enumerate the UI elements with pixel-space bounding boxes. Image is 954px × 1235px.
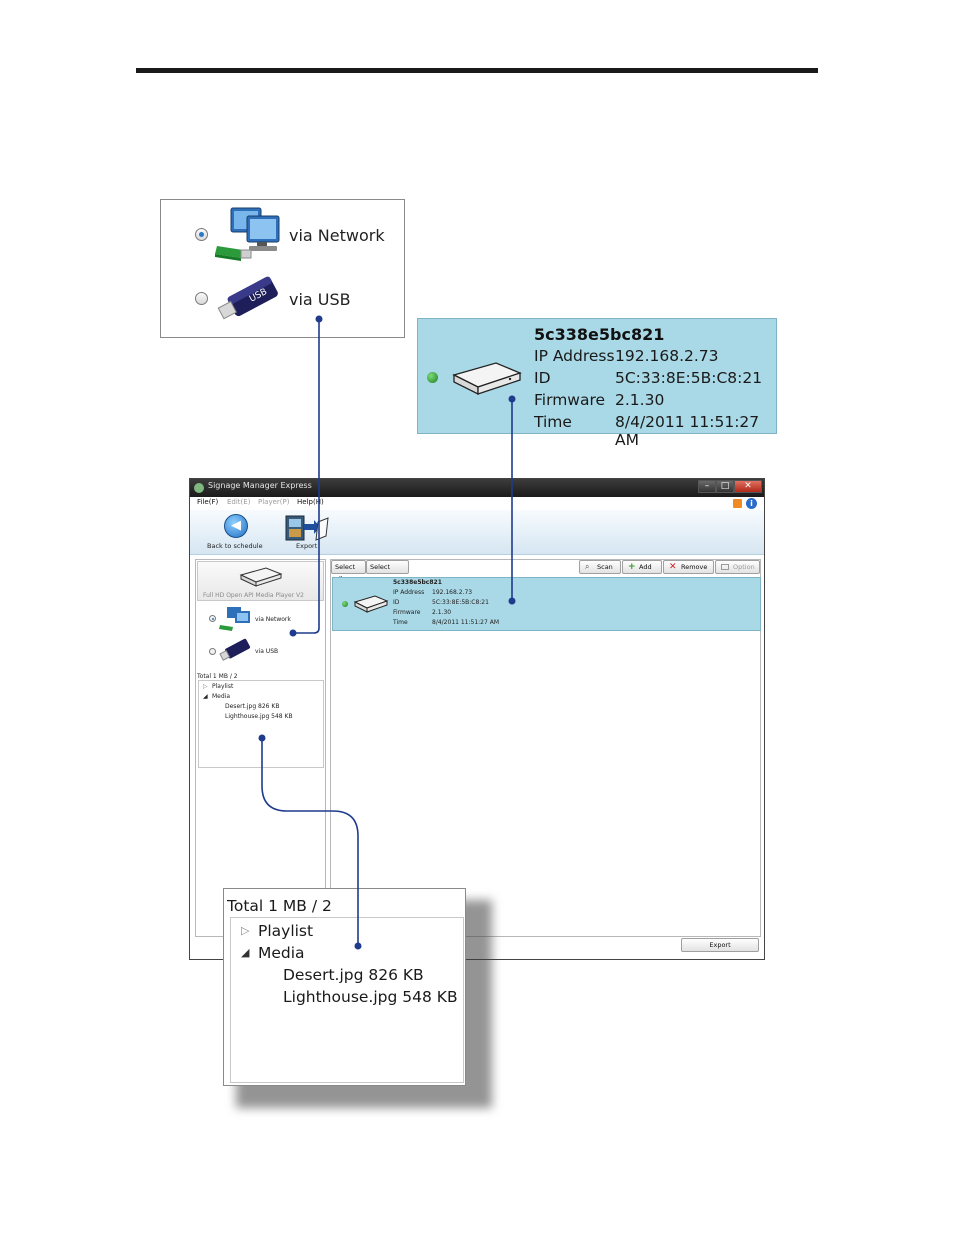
option-icon xyxy=(721,564,729,570)
scan-label: Scan xyxy=(597,563,613,571)
device-row-id-key: ID xyxy=(393,599,400,606)
media-tree: ▷ Playlist ◢ Media Desert.jpg 826 KB Lig… xyxy=(198,680,324,768)
player-model-label: Full HD Open API Media Player V2 xyxy=(203,592,304,599)
magnifier-icon: ⌕ xyxy=(585,562,590,571)
rss-icon[interactable] xyxy=(733,499,742,508)
option-label: Option xyxy=(733,563,755,571)
player-model-icon xyxy=(239,567,283,587)
x-icon: ✕ xyxy=(669,562,677,572)
connection-zoom-callout: via Network USB via USB xyxy=(160,199,405,338)
usb-stick-icon: USB xyxy=(217,276,278,320)
firmware-key: Firmware xyxy=(534,391,606,409)
title-bar: Signage Manager Express – □ ✕ xyxy=(190,479,764,497)
media-player-icon xyxy=(452,362,522,396)
top-rule xyxy=(136,68,818,73)
zoom-tree-media: Media xyxy=(258,944,305,962)
network-computers-icon xyxy=(215,207,280,261)
zoom-collapse-arrow-icon: ◢ xyxy=(241,946,250,959)
export-toolbar-label[interactable]: Export xyxy=(296,542,318,550)
status-led-icon xyxy=(427,372,438,383)
select-none-button[interactable]: Select none xyxy=(366,560,409,583)
toolbar: ◀ Back to schedule Export xyxy=(190,510,764,555)
device-row-name: 5c338e5bc821 xyxy=(393,579,442,586)
tree-file-lighthouse[interactable]: Lighthouse.jpg 548 KB xyxy=(225,713,293,720)
add-button[interactable]: + Add xyxy=(622,560,662,574)
usb-radio-small[interactable] xyxy=(209,648,216,655)
network-radio[interactable] xyxy=(195,228,208,241)
zoom-media-tree: ▷ Playlist ◢ Media Desert.jpg 826 KB Lig… xyxy=(230,917,464,1083)
remove-button[interactable]: ✕ Remove xyxy=(663,560,714,574)
id-value: 5C:33:8E:5B:C8:21 xyxy=(615,369,763,387)
ip-address-key: IP Address xyxy=(534,347,615,365)
device-row-firmware-value: 2.1.30 xyxy=(432,609,452,616)
usb-small-icon xyxy=(219,638,251,661)
device-row-time-value: 8/4/2011 11:51:27 AM xyxy=(432,619,499,626)
expand-arrow-icon[interactable]: ▷ xyxy=(203,683,208,690)
collapse-arrow-icon[interactable]: ◢ xyxy=(203,693,208,700)
network-small-icon xyxy=(219,607,250,631)
device-row-led-icon xyxy=(342,601,348,607)
zoom-expand-arrow-icon: ▷ xyxy=(241,924,250,937)
back-to-schedule-button[interactable]: Back to schedule xyxy=(207,542,263,550)
app-window: Signage Manager Express – □ ✕ File(F) Ed… xyxy=(189,478,765,960)
media-zoom-callout: Total 1 MB / 2 ▷ Playlist ◢ Media Desert… xyxy=(223,888,466,1086)
menu-edit[interactable]: Edit(E) xyxy=(227,498,251,506)
minimize-button[interactable]: – xyxy=(698,480,716,493)
device-row-id-value: 5C:33:8E:5B:C8:21 xyxy=(432,599,489,606)
tree-playlist[interactable]: Playlist xyxy=(212,683,234,690)
usb-small-label: via USB xyxy=(255,648,279,655)
zoom-tree-file-lighthouse: Lighthouse.jpg 548 KB xyxy=(283,988,458,1006)
time-value: 8/4/2011 11:51:27 AM xyxy=(615,413,760,449)
window-title: Signage Manager Express xyxy=(208,481,312,490)
maximize-button[interactable]: □ xyxy=(716,480,734,493)
device-name: 5c338e5bc821 xyxy=(534,325,665,344)
menu-player[interactable]: Player(P) xyxy=(258,498,290,506)
network-label: via Network xyxy=(289,226,385,245)
player-model-card[interactable]: Full HD Open API Media Player V2 xyxy=(197,561,324,601)
device-zoom-callout: 5c338e5bc821 IP Address 192.168.2.73 ID … xyxy=(417,318,777,449)
menu-bar: File(F) Edit(E) Player(P) Help(H) i xyxy=(190,497,764,510)
close-button[interactable]: ✕ xyxy=(734,480,762,493)
device-list-pane: Select all Select none ⌕ Scan + Add ✕ Re… xyxy=(330,559,761,937)
add-label: Add xyxy=(639,563,652,571)
network-small-label: via Network xyxy=(255,616,291,623)
device-row-firmware-key: Firmware xyxy=(393,609,421,616)
option-button[interactable]: Option xyxy=(715,560,760,574)
device-row-ip-key: IP Address xyxy=(393,589,425,596)
info-icon[interactable]: i xyxy=(746,498,757,509)
select-all-button[interactable]: Select all xyxy=(331,560,366,583)
scan-button[interactable]: ⌕ Scan xyxy=(579,560,621,574)
export-button[interactable]: Export xyxy=(681,938,759,952)
device-row-ip-value: 192.168.2.73 xyxy=(432,589,473,596)
usb-radio[interactable] xyxy=(195,292,208,305)
device-row-time-key: Time xyxy=(393,619,408,626)
plus-icon: + xyxy=(628,562,636,572)
tree-media[interactable]: Media xyxy=(212,693,231,700)
menu-help[interactable]: Help(H) xyxy=(297,498,324,506)
total-size-label: Total 1 MB / 2 xyxy=(197,673,238,680)
export-icon[interactable] xyxy=(284,514,330,542)
left-pane: Full HD Open API Media Player V2 via Net… xyxy=(195,559,326,937)
time-key: Time xyxy=(534,413,572,431)
remove-label: Remove xyxy=(681,563,708,571)
ip-address-value: 192.168.2.73 xyxy=(615,347,719,365)
back-arrow-icon[interactable]: ◀ xyxy=(224,514,248,538)
zoom-tree-file-desert: Desert.jpg 826 KB xyxy=(283,966,424,984)
device-row[interactable]: 5c338e5bc821 IP Address 192.168.2.73 ID … xyxy=(332,577,761,631)
menu-file[interactable]: File(F) xyxy=(197,498,219,506)
firmware-value: 2.1.30 xyxy=(615,391,665,409)
device-row-player-icon xyxy=(353,595,389,613)
network-radio-small[interactable] xyxy=(209,615,216,622)
app-icon xyxy=(194,483,204,493)
zoom-tree-playlist: Playlist xyxy=(258,922,314,940)
usb-label: via USB xyxy=(289,290,351,309)
tree-file-desert[interactable]: Desert.jpg 826 KB xyxy=(225,703,280,710)
zoom-total-size: Total 1 MB / 2 xyxy=(227,897,332,915)
id-key: ID xyxy=(534,369,551,387)
